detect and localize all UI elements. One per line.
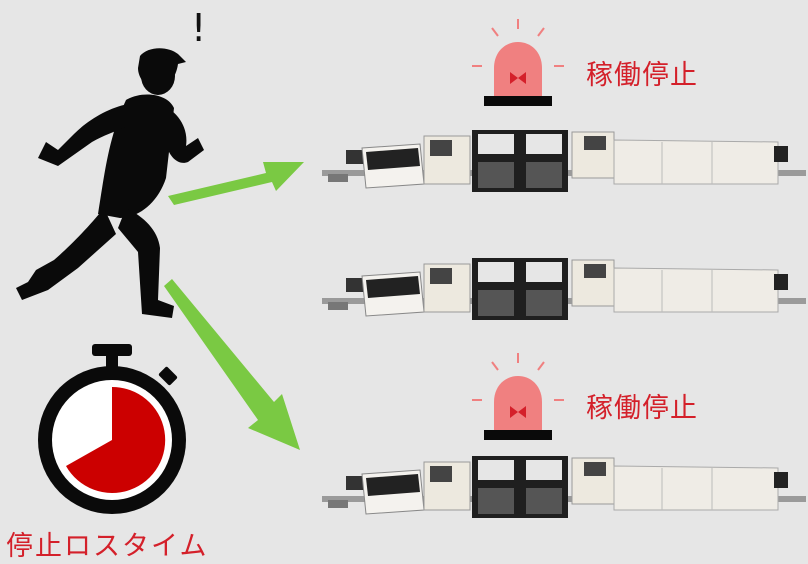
- production-line-3: [322, 456, 806, 518]
- status-label-line-3: 稼働停止: [586, 393, 698, 424]
- rotating-beacon-icon-line-3: [472, 353, 564, 440]
- stopwatch-icon: [38, 344, 186, 514]
- rotating-beacon-icon-line-1: [472, 19, 564, 106]
- arrow-to-line-1: [168, 162, 304, 205]
- status-label-line-1: 稼働停止: [586, 60, 698, 91]
- arrow-to-line-3: [164, 279, 300, 450]
- stop-loss-time-caption: 停止ロスタイム: [6, 531, 209, 562]
- production-line-2: [322, 258, 806, 320]
- running-worker-icon: [16, 48, 204, 318]
- exclamation-mark: !: [191, 6, 207, 50]
- production-line-1: [322, 130, 806, 192]
